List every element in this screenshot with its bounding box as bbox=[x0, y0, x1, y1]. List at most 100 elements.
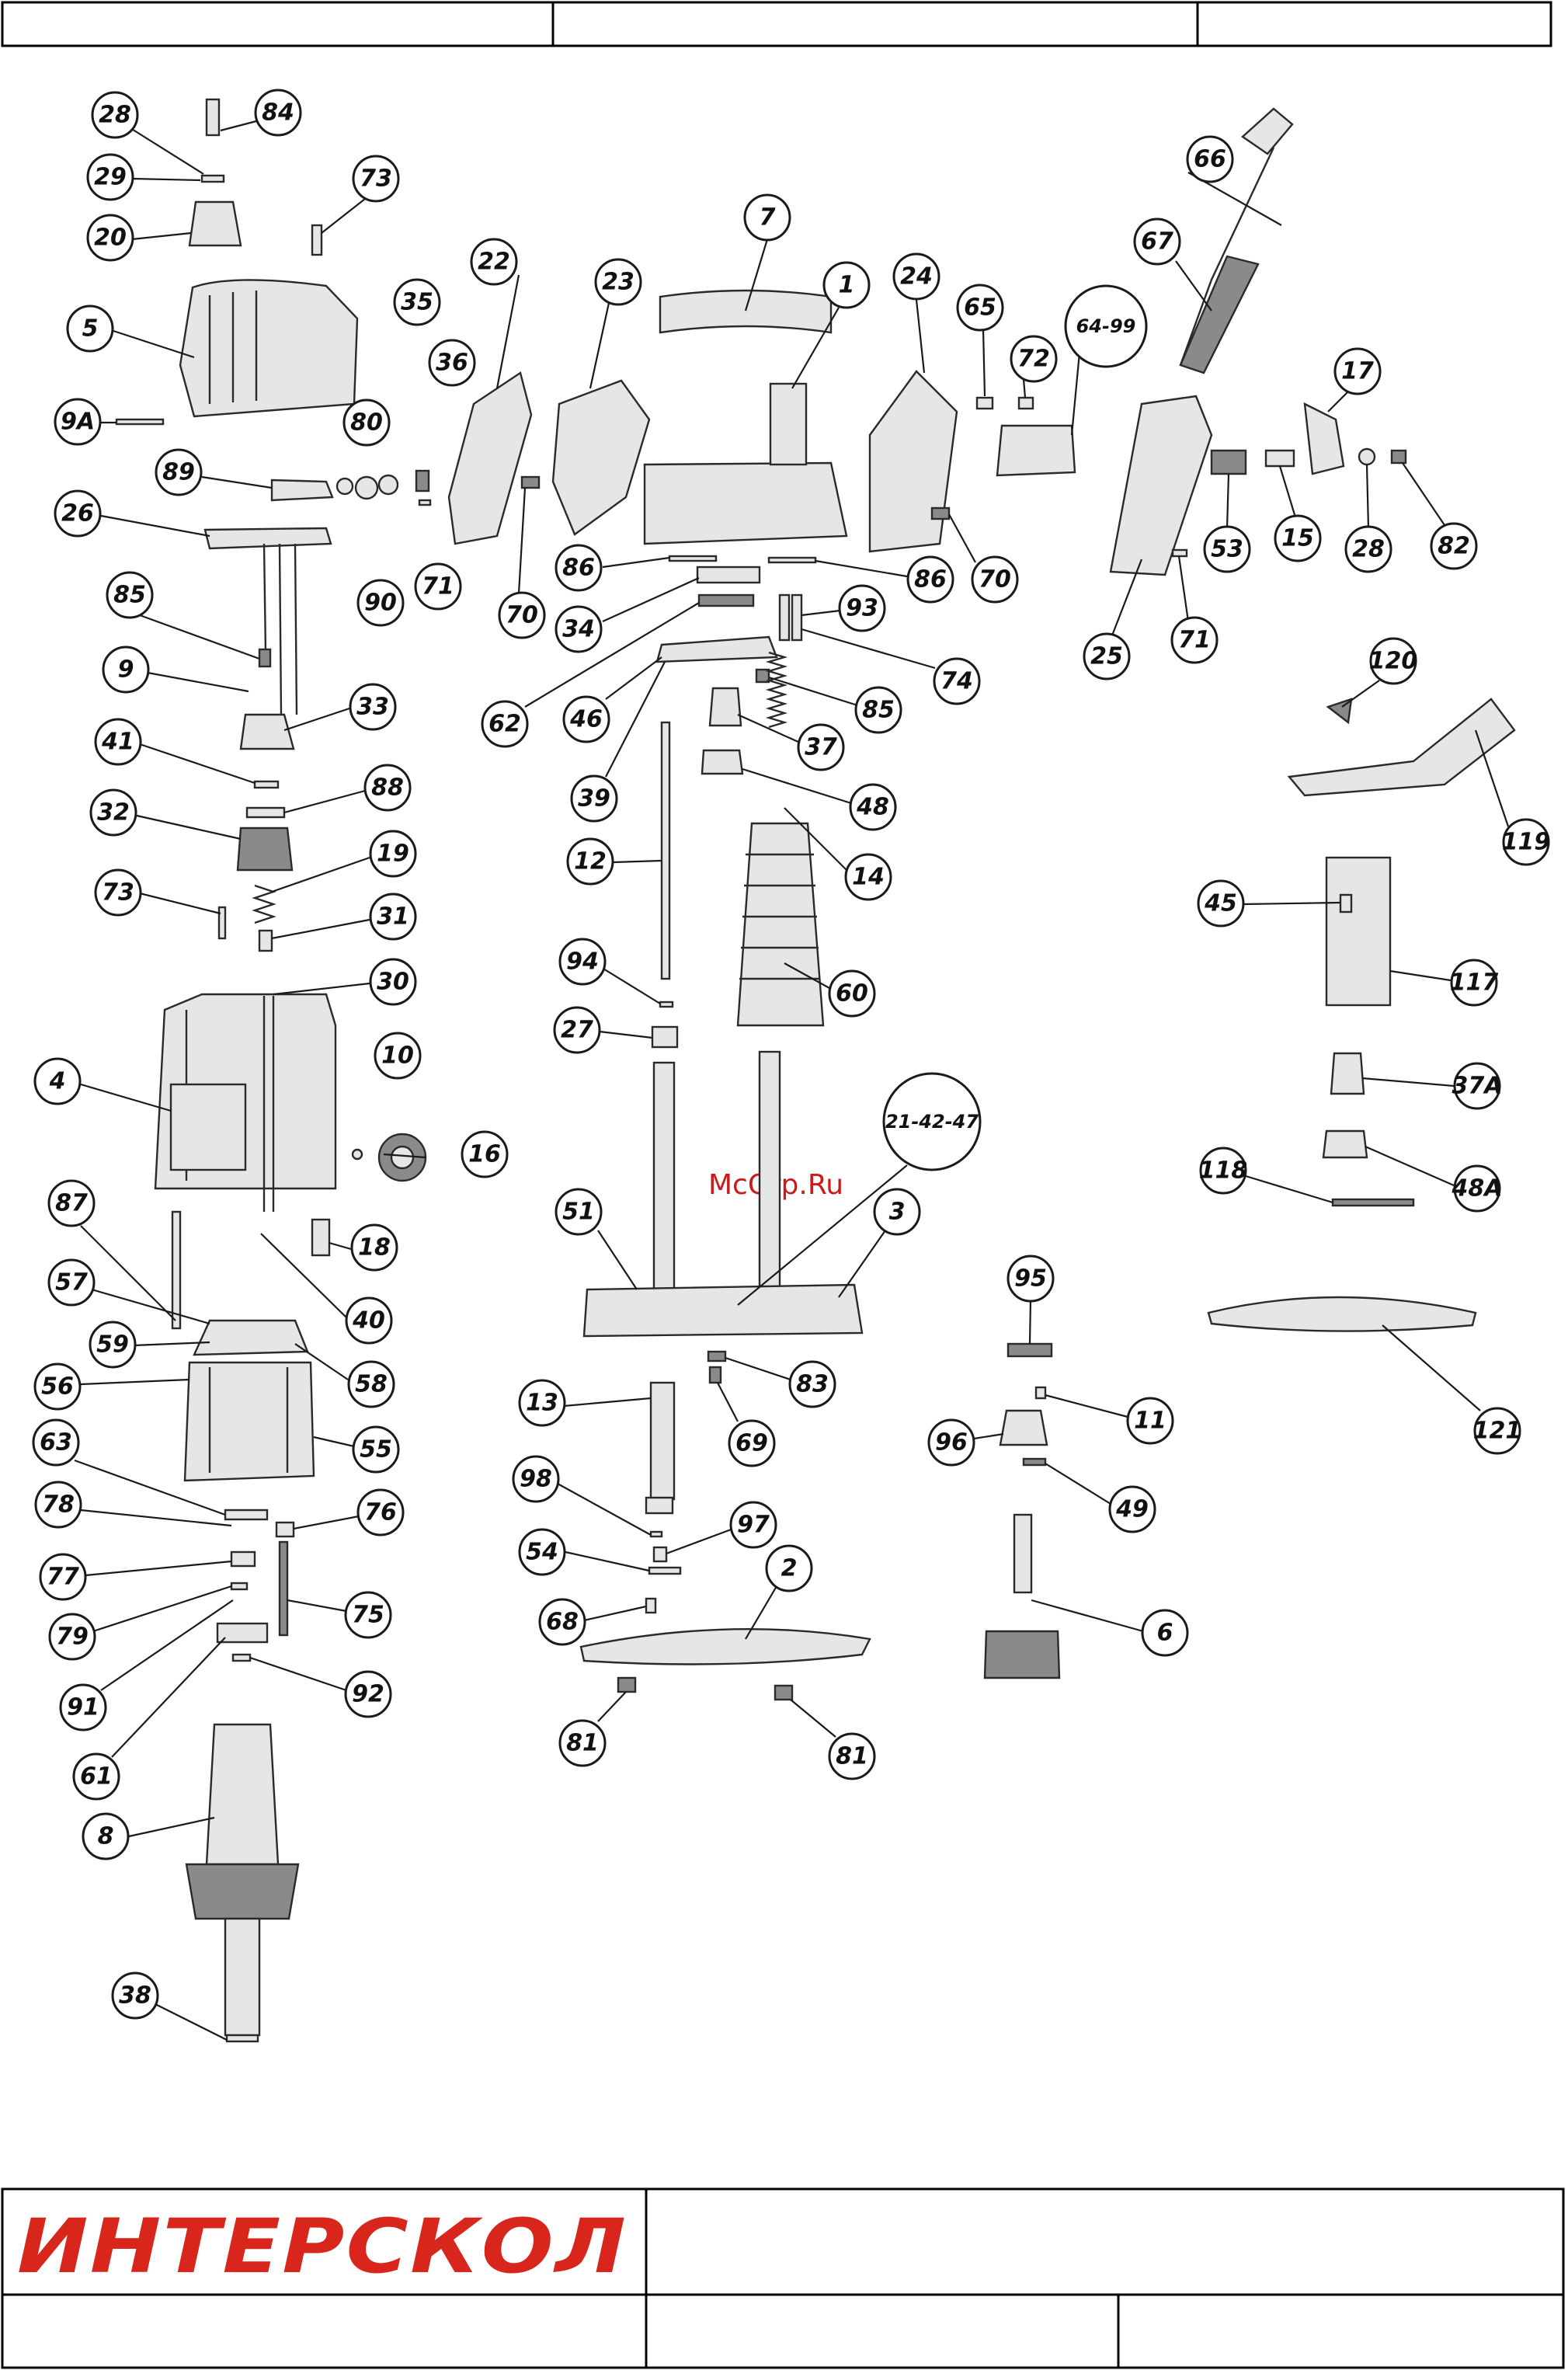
callout-94: 94 bbox=[558, 938, 607, 986]
callout-30: 30 bbox=[369, 958, 417, 1006]
callout-circle bbox=[822, 261, 871, 309]
callout-circle bbox=[254, 89, 302, 137]
callout-51: 51 bbox=[555, 1188, 603, 1236]
callout-label: 15 bbox=[1281, 525, 1314, 552]
callout-87: 87 bbox=[47, 1179, 96, 1227]
callout-56: 56 bbox=[33, 1362, 82, 1411]
callout-label: 4 bbox=[49, 1068, 66, 1095]
callout-21-42-47: 21-42-47 bbox=[882, 1072, 982, 1171]
callout-circle bbox=[363, 764, 412, 812]
callout-117: 117 bbox=[1450, 959, 1498, 1007]
collar-13-part bbox=[645, 1496, 674, 1515]
screw-85-part bbox=[258, 648, 272, 668]
callout-circle bbox=[765, 1544, 813, 1592]
callout-circle bbox=[927, 1418, 975, 1467]
switch-64-99-part bbox=[996, 424, 1076, 477]
housing-window-part bbox=[169, 1083, 247, 1171]
callout-64-99: 64-99 bbox=[1064, 284, 1148, 368]
callout-circle bbox=[344, 1670, 392, 1718]
callout-label: 85 bbox=[113, 582, 146, 609]
callout-label: 61 bbox=[80, 1763, 113, 1791]
stator-55-part bbox=[183, 1361, 315, 1482]
washer-80-part bbox=[336, 477, 354, 496]
callout-circle bbox=[1108, 1485, 1156, 1533]
callout-97: 97 bbox=[729, 1501, 777, 1549]
knob-20-part bbox=[188, 200, 242, 247]
callout-5: 5 bbox=[66, 305, 114, 353]
handle-23-part bbox=[551, 379, 651, 536]
callout-circle bbox=[352, 1425, 400, 1474]
callout-label: 27 bbox=[561, 1017, 593, 1044]
callout-circle bbox=[1473, 1407, 1521, 1455]
callout-label: 85 bbox=[862, 697, 895, 724]
ring-7-part bbox=[659, 289, 833, 334]
bushing-37-part bbox=[708, 687, 742, 727]
callout-label: 39 bbox=[578, 785, 610, 813]
callout-label: 91 bbox=[67, 1694, 99, 1721]
callout-62: 62 bbox=[481, 700, 529, 748]
callout-circle bbox=[1133, 218, 1181, 266]
callout-label: 51 bbox=[562, 1199, 595, 1226]
callout-label: 8 bbox=[98, 1823, 114, 1850]
ball-10-part bbox=[351, 1148, 363, 1161]
callout-label: 49 bbox=[1115, 1496, 1149, 1523]
callout-label: 19 bbox=[377, 840, 409, 868]
callout-circle bbox=[34, 1481, 82, 1529]
callout-label: 29 bbox=[94, 164, 127, 191]
callout-circle bbox=[369, 958, 417, 1006]
washer-54-part bbox=[648, 1566, 682, 1575]
callout-label: 121 bbox=[1473, 1418, 1522, 1445]
callout-circle bbox=[838, 584, 886, 632]
callout-59: 59 bbox=[89, 1321, 137, 1369]
callout-circle bbox=[1274, 514, 1322, 562]
callout-label: 77 bbox=[47, 1564, 79, 1591]
washer-29-part bbox=[200, 174, 225, 183]
callout-label: 28 bbox=[1352, 536, 1385, 563]
callout-circle bbox=[1126, 1397, 1174, 1445]
callout-circle bbox=[356, 1488, 405, 1536]
callout-label: 78 bbox=[42, 1491, 75, 1519]
callout-label: 12 bbox=[574, 848, 607, 875]
callout-circle bbox=[86, 153, 134, 201]
callout-label: 6 bbox=[1157, 1620, 1173, 1647]
lever-17-part bbox=[1303, 402, 1345, 475]
callout-69: 69 bbox=[728, 1419, 776, 1467]
nut-90-part bbox=[354, 475, 379, 500]
callout-circle bbox=[728, 1419, 776, 1467]
bellows-60-part bbox=[736, 822, 825, 1027]
callout-label: 83 bbox=[796, 1371, 829, 1398]
callout-label: 21-42-47 bbox=[885, 1111, 979, 1133]
leader-lines bbox=[74, 120, 1510, 2041]
callout-41: 41 bbox=[94, 718, 142, 766]
callout-label: 68 bbox=[546, 1609, 579, 1636]
callout-circle bbox=[1453, 1164, 1501, 1213]
callout-label: 9 bbox=[118, 656, 134, 684]
callout-label: 54 bbox=[526, 1539, 558, 1566]
callout-label: 71 bbox=[1178, 627, 1211, 654]
screw-73-part bbox=[311, 224, 323, 256]
callout-circle bbox=[566, 837, 614, 886]
handle-22-part bbox=[447, 371, 533, 545]
column-1-part bbox=[769, 382, 808, 466]
nut-72-part bbox=[1017, 396, 1034, 410]
callout-circle bbox=[94, 718, 142, 766]
callout-82: 82 bbox=[1430, 522, 1478, 570]
callout-label: 22 bbox=[478, 249, 510, 276]
callout-6: 6 bbox=[1141, 1609, 1189, 1657]
callout-circle bbox=[94, 868, 142, 917]
callout-circle bbox=[374, 1032, 422, 1080]
callout-circle bbox=[33, 1362, 82, 1411]
callout-label: 35 bbox=[401, 289, 433, 316]
callout-61: 61 bbox=[72, 1752, 120, 1801]
callout-label: 40 bbox=[352, 1307, 385, 1335]
callout-label: 3 bbox=[889, 1199, 906, 1226]
callout-label: 1 bbox=[839, 272, 855, 299]
callout-circle bbox=[1450, 959, 1498, 1007]
callout-49: 49 bbox=[1108, 1485, 1156, 1533]
callout-label: 55 bbox=[360, 1436, 392, 1463]
callout-circle bbox=[1369, 637, 1417, 685]
column-left-part bbox=[652, 1061, 676, 1297]
cover-25-part bbox=[1109, 395, 1213, 576]
callout-circle bbox=[933, 657, 981, 705]
callout-circle bbox=[555, 605, 603, 653]
